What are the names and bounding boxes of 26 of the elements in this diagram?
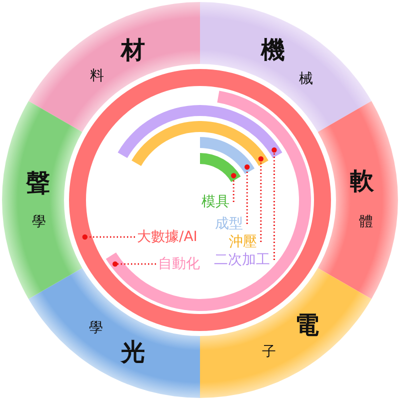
leader-line bbox=[231, 173, 236, 202]
sector-title: 軟 bbox=[350, 169, 374, 193]
sector-subtitle: 料 bbox=[90, 69, 104, 83]
ring-sector bbox=[2, 100, 83, 300]
sector-subtitle: 學 bbox=[89, 321, 103, 335]
leader-line bbox=[82, 234, 135, 240]
sector-title: 材 bbox=[121, 38, 145, 62]
leader-line bbox=[258, 156, 264, 242]
leader-label: 大數據/AI bbox=[137, 230, 198, 244]
leader-label: 自動化 bbox=[158, 257, 200, 271]
leader-line bbox=[112, 261, 156, 267]
sector-title: 光 bbox=[121, 340, 145, 364]
ring-sector bbox=[28, 268, 201, 398]
sector-subtitle: 體 bbox=[359, 215, 373, 229]
sector-title: 聲 bbox=[26, 171, 50, 195]
ring-sector bbox=[28, 2, 200, 132]
leader-line bbox=[272, 147, 277, 260]
sector-title: 電 bbox=[295, 313, 319, 337]
sector-subtitle: 械 bbox=[299, 72, 313, 86]
sector-subtitle: 子 bbox=[262, 345, 276, 359]
leader-line bbox=[244, 164, 250, 224]
sector-title: 機 bbox=[261, 38, 285, 62]
ring-sector bbox=[317, 100, 398, 299]
sector-subtitle: 學 bbox=[32, 215, 46, 229]
ring-sector bbox=[200, 2, 372, 132]
ring-sector bbox=[200, 268, 372, 398]
